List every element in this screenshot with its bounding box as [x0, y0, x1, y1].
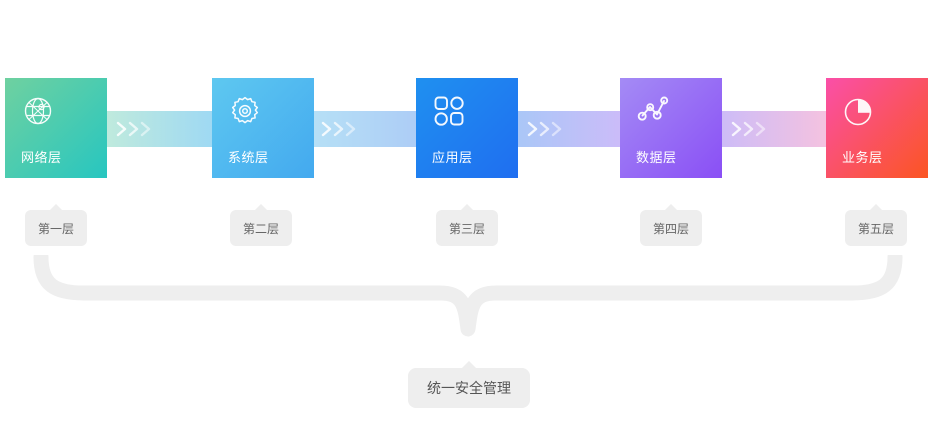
- chevrons-right-icon: [526, 120, 568, 138]
- tier-badge-5[interactable]: 第五层: [845, 204, 907, 246]
- layer-card-label: 应用层: [432, 150, 473, 165]
- tier-badge-label: 第三层: [448, 221, 485, 236]
- chevrons-right-icon: [115, 120, 157, 138]
- badge-pointer-icon: [254, 204, 268, 211]
- converging-brace: [33, 255, 903, 337]
- tier-badge-label: 第一层: [37, 221, 74, 236]
- layer-card-data[interactable]: 数据层: [620, 78, 722, 178]
- tier-badge-label: 第二层: [242, 221, 279, 236]
- gear-icon: [228, 94, 262, 128]
- tier-badge-3[interactable]: 第三层: [436, 204, 498, 246]
- tier-badge-2[interactable]: 第二层: [230, 204, 292, 246]
- layer-card-network[interactable]: 网络层: [5, 78, 107, 178]
- layer-card-label: 系统层: [228, 150, 269, 165]
- layer-card-label: 业务层: [842, 150, 883, 165]
- tier-badge-label: 第四层: [652, 221, 689, 236]
- tier-badge-4[interactable]: 第四层: [640, 204, 702, 246]
- connector-network-to-system: [107, 111, 212, 147]
- node-graph-icon: [636, 94, 670, 128]
- badge-pointer-icon: [869, 204, 883, 211]
- badge-pointer-icon: [664, 204, 678, 211]
- connector-data-to-business: [722, 111, 826, 147]
- layer-card-label: 网络层: [21, 150, 62, 165]
- pie-chart-icon: [842, 94, 876, 128]
- tier-badge-1[interactable]: 第一层: [25, 204, 87, 246]
- badge-pointer-icon: [460, 204, 474, 211]
- chevrons-right-icon: [320, 120, 362, 138]
- connector-system-to-application: [312, 111, 416, 147]
- badge-pointer-icon: [49, 204, 63, 211]
- globe-icon: [21, 94, 55, 128]
- layer-card-application[interactable]: 应用层: [416, 78, 518, 178]
- layer-card-label: 数据层: [636, 150, 677, 165]
- unified-security-management-pill[interactable]: 统一安全管理: [408, 361, 530, 408]
- tier-badge-label: 第五层: [857, 221, 894, 236]
- chevrons-right-icon: [730, 120, 772, 138]
- summary-label: 统一安全管理: [427, 380, 511, 396]
- grid-apps-icon: [432, 94, 466, 128]
- layer-card-system[interactable]: 系统层: [212, 78, 314, 178]
- layer-card-business[interactable]: 业务层: [826, 78, 928, 178]
- pill-pointer-icon: [461, 361, 477, 369]
- connector-application-to-data: [518, 111, 620, 147]
